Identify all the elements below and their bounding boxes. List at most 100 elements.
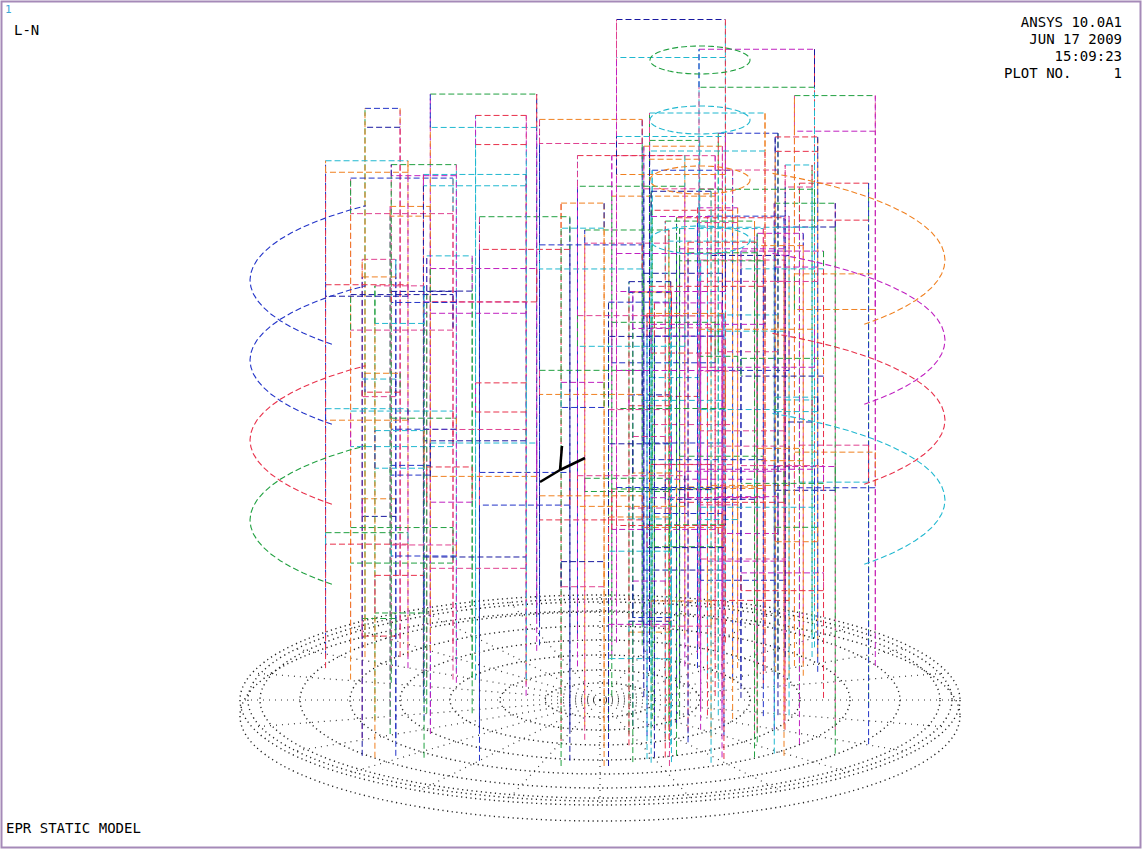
element-line [608,624,609,658]
element-line [680,456,764,457]
mesh-radial [600,649,907,701]
element-line [539,370,540,394]
element-line [794,487,875,488]
element-line [765,460,766,498]
element-line [650,159,700,160]
element-line [814,49,815,87]
element-line [585,478,669,479]
element-line [612,362,715,363]
element-line [665,241,666,757]
element-line [479,249,480,760]
element-line [391,164,456,165]
element-line [707,561,789,562]
element-line [715,489,716,529]
element-line [611,196,612,696]
element-line [400,108,401,127]
element-line [775,397,818,398]
element-line [351,563,453,564]
element-line [391,291,392,302]
element-line [669,624,670,658]
element-line [799,220,868,221]
element-line [391,176,392,683]
element-line [799,445,868,446]
base-mat [240,595,960,821]
element-line [326,284,408,285]
element-line [669,410,670,444]
element-line [654,303,655,336]
element-line [326,420,408,421]
element-line [757,487,758,498]
element-line [817,137,818,151]
element-line [803,448,804,460]
element-line [628,621,629,632]
element-line [453,178,454,644]
element-line [697,505,698,520]
mesh-radial [508,700,600,799]
element-line [650,396,700,397]
mesh-radial [349,700,600,773]
element-line [799,183,868,184]
element-line [649,286,650,324]
element-line [676,249,677,756]
element-line [539,245,540,269]
element-line [584,478,585,491]
element-line [617,525,726,526]
element-line [430,443,431,476]
element-line [476,115,527,116]
element-line [642,496,643,520]
element-line [665,479,666,499]
element-line [875,274,876,310]
element-line [391,556,456,557]
element-line [351,294,453,295]
shell-arc [250,286,366,425]
element-line [612,322,715,323]
element-line [526,383,527,412]
element-line [577,476,578,507]
element-line [350,178,351,214]
element-line [665,241,754,242]
element-line [680,260,764,261]
element-line [616,137,617,175]
element-line [476,382,527,383]
element-line [679,456,680,488]
element-line [722,514,723,547]
element-line [584,230,585,243]
element-line [577,475,684,476]
element-line [765,151,766,671]
element-line [561,562,562,587]
element-line [650,151,766,152]
element-line [652,210,732,211]
element-line [374,286,375,324]
element-line [561,407,604,408]
element-line [740,466,741,484]
element-line [472,256,473,678]
element-line [688,487,689,498]
element-line [665,221,754,222]
element-line [453,528,454,564]
element-line [430,216,431,734]
axis-triad [540,446,585,482]
element-line [741,358,824,359]
element-line [651,489,711,490]
element-line [737,356,738,371]
element-line [785,400,786,422]
element-line [680,228,764,229]
element-line [814,469,815,507]
element-line [351,446,453,447]
element-line [585,229,669,230]
element-line [868,183,869,220]
element-line [741,465,824,466]
element-line [540,143,643,144]
element-line [652,424,732,425]
element-line [400,373,401,392]
element-line [835,203,836,227]
element-line [817,527,818,541]
element-line [697,208,698,223]
element-line [364,127,365,657]
element-line [617,408,726,409]
element-line [722,303,723,336]
element-line [718,315,719,352]
element-line [775,267,818,268]
element-line [453,178,454,214]
element-line [875,452,876,488]
